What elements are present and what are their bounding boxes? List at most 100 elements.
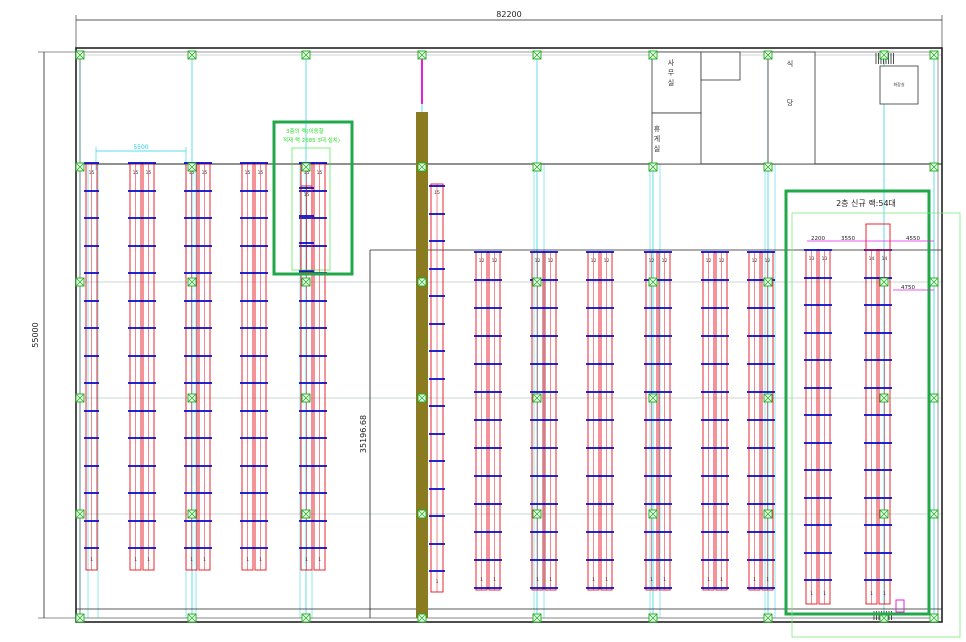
column-marker [648,277,658,287]
column-cross [648,613,658,623]
column-cross [187,613,197,623]
column-cross [648,50,658,60]
column-cross [532,50,542,60]
rack-number-top: 13 [809,256,815,262]
column-cross [929,162,939,172]
column-cross [532,613,542,623]
office-char: 실 [668,78,674,87]
column-cross [648,393,658,403]
column-marker [929,509,939,519]
rack-number-top: 15 [434,190,440,196]
column-marker [187,393,197,403]
rack-number-top: 15 [245,170,251,176]
rack-number-top: 12 [719,258,725,264]
column-cross [763,393,773,403]
rack-number-bottom: 1 [493,577,496,583]
rack-number-top: 13 [822,256,828,262]
office-char: 무 [668,69,675,77]
column-marker [417,509,427,519]
rack-number-top: 12 [591,258,597,264]
column-cross [763,277,773,287]
access-marker [895,599,905,613]
rest-char: 휴 [654,124,661,133]
column-marker [763,162,773,172]
column-marker [187,613,197,623]
column-cross [301,50,311,60]
rack-number-bottom: 1 [436,579,439,585]
third-floor-callout-box [272,120,354,276]
column-marker [879,393,889,403]
small-room-label: 화장실 [893,81,904,87]
column-cross [301,509,311,519]
rack-number-bottom: 1 [753,577,756,583]
new-rack-dim-label: 4750 [901,285,915,291]
column-marker [532,613,542,623]
column-marker [417,393,427,403]
cafeteria-char: 식 [787,59,793,68]
column-cross [879,393,889,403]
rooms: 사 무 실 휴 게 실 식 당 화장실 [651,51,919,165]
column-cross [301,162,311,172]
rack-number-bottom: 1 [549,577,552,583]
rack-number-bottom: 1 [605,577,608,583]
column-marker [187,162,197,172]
column-marker [417,613,427,623]
column-marker [929,50,939,60]
column-marker [417,162,427,172]
rack-number-bottom: 1 [203,557,206,563]
column-cross [929,509,939,519]
column-cross [187,277,197,287]
rack-number-top: 12 [604,258,610,264]
rack-number-top: 15 [317,170,323,176]
outer-wall [75,47,943,623]
column-marker [75,277,85,287]
column-marker [301,393,311,403]
column-cross [763,50,773,60]
rest-char: 게 [654,134,660,143]
rest-char: 실 [654,144,660,153]
rack-bay-extension [865,223,891,251]
column-cross [879,50,889,60]
column-marker [879,50,889,60]
rack-number-bottom: 1 [720,577,723,583]
column-cross [417,613,427,623]
column-cross [75,613,85,623]
callouts: 3층의 랙(이동할 적재 랙 2685 3대 설치) 2층 신규 랙:54대 2… [272,120,961,638]
dim-partial-label: 35196.68 [359,415,368,453]
column-marker [532,277,542,287]
dimension-lines: 82200 55000 35196.68 5500 [31,10,943,619]
third-floor-note-line: 3층의 랙(이동할 [286,127,324,135]
column-cross [75,277,85,287]
column-marker [532,393,542,403]
column-marker [75,50,85,60]
dim-pitch-label: 5500 [133,144,148,151]
rack-number-bottom: 1 [480,577,483,583]
column-cross [648,162,658,172]
column-marker [75,162,85,172]
column-marker [929,162,939,172]
rack-number-top: 14 [882,256,888,262]
rack-number-bottom: 1 [883,591,886,597]
column-cross [763,613,773,623]
rack-number-top: 12 [752,258,758,264]
rack-number-top: 12 [479,258,485,264]
column-marker [763,50,773,60]
column-cross [532,509,542,519]
rack-number-bottom: 1 [190,557,193,563]
column-marker [301,613,311,623]
rack-number-bottom: 1 [823,591,826,597]
column-marker [75,613,85,623]
dim-width-label: 82200 [496,10,521,19]
column-marker [763,277,773,287]
column-cross [187,393,197,403]
rack-number-top: 15 [89,170,95,176]
corridor-band [416,112,428,618]
column-cross [75,393,85,403]
column-marker [929,393,939,403]
rack-number-top: 12 [535,258,541,264]
column-marker [763,613,773,623]
column-marker [879,509,889,519]
column-marker [417,277,427,287]
column-cross [187,509,197,519]
rack-number-top: 12 [548,258,554,264]
